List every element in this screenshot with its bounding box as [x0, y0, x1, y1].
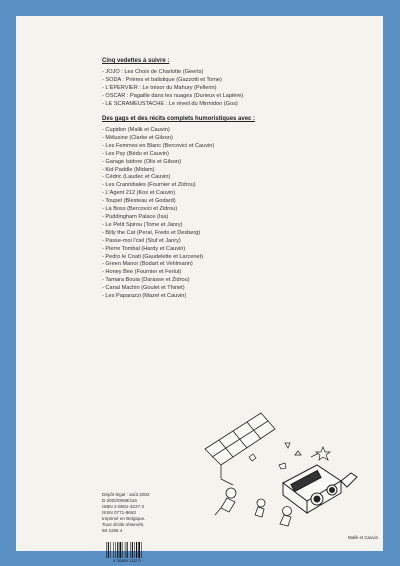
list-item: - Garage Isidore (Olis et Gilson): [102, 158, 181, 165]
list-item: - Les Crannibales (Fournier et Zidrou): [102, 182, 196, 189]
barcode-number: 9 782800 132273: [113, 559, 141, 563]
printed-in: Imprimé en Belgique.: [102, 516, 146, 521]
list-item: - Mélusine (Clarke et Gilson): [102, 134, 173, 141]
isbn: ISBN 2-8001-3227-2: [102, 504, 145, 509]
list-item: - L'ÉPERVIER : Le trésor du Mahury (Pell…: [102, 84, 217, 91]
deposit-number: D.2002/0089/116: [102, 498, 137, 503]
list-item: - Passe-moi l'ciel (Stuf et Janry): [102, 237, 181, 244]
list-item: - JOJO : Les Choix de Charlotte (Geerts): [102, 69, 204, 75]
list-item: - Le Petit Spirou (Tome et Janry): [102, 221, 183, 228]
list-item: - SODA : Prières et balistique (Gazzotti…: [102, 76, 222, 83]
section-heading-gags: Des gags et des récits complets humorist…: [102, 116, 256, 122]
list-item: - OSCAR : Pagaille dans les nuages (Duri…: [102, 92, 244, 99]
list-item: - LE SCRAMEUSTACHE : Le réveil du Mirmid…: [102, 100, 238, 107]
catalog-number: 68 2265 4: [102, 528, 123, 533]
list-item: - Pierre Tombal (Hardy et Cauvin): [102, 245, 186, 252]
vedettes-list: - JOJO : Les Choix de Charlotte (Geerts)…: [102, 69, 243, 109]
list-item: - Les Paparazzi (Mazel et Cauvin): [102, 293, 187, 300]
issn: ISSN 0771-9663: [102, 510, 136, 515]
rights: Tous droits réservés.: [102, 522, 145, 527]
list-item: - La Boss (Bercovici et Zidrou): [102, 206, 178, 213]
barcode-icon: 9 782800 132273: [106, 542, 142, 563]
legal-deposit: Dépôt légal : août 2002: [102, 492, 150, 497]
debris-icon: [248, 442, 332, 470]
list-item: - Cédric (Laudec et Cauvin): [102, 174, 171, 181]
list-item: - Kid Paddle (Midam): [102, 166, 155, 173]
gags-list: - Cupidon (Malik et Cauvin) - Mélusine (…: [102, 127, 214, 301]
back-cover-page: Cinq vedettes à suivre : - JOJO : Les Ch…: [16, 16, 383, 563]
space-station-illustration: [204, 412, 358, 527]
section-heading-vedettes: Cinq vedettes à suivre :: [102, 58, 170, 64]
list-item: - Canal Machin (Goulet et Thiriet): [102, 285, 185, 292]
list-item: - Billy the Cat (Peral, Fredo et Desberg…: [102, 229, 201, 236]
list-item: - Puddingham Palace (Isa): [102, 213, 169, 220]
list-item: - Honey Bee (Fournier et Ferlut): [102, 269, 182, 276]
list-item: - Tamara Bouia (Darasse et Zidrou): [102, 277, 190, 284]
list-item: - Green Manor (Bodart et Vehlmann): [102, 261, 193, 268]
list-item: - Toupet (Blesteau et Godard): [102, 198, 176, 205]
solar-panel-icon: [204, 412, 276, 486]
list-item: - Pedro le Coati (Gaudelette et Larcenet…: [102, 253, 204, 260]
list-item: - L'Agent 212 (Kox et Cauvin): [102, 190, 176, 197]
list-item: - Les Femmes en Blanc (Bercovici et Cauv…: [102, 142, 215, 149]
astronaut-icon: [214, 487, 292, 527]
illustration-credit: Malik et Cauvin: [348, 535, 379, 540]
colophon: Dépôt légal : août 2002 D.2002/0089/116 …: [102, 492, 150, 534]
list-item: - Les Psy (Bédu et Cauvin): [102, 150, 169, 157]
list-item: - Cupidon (Malik et Cauvin): [102, 127, 170, 133]
station-module-icon: [282, 464, 358, 514]
